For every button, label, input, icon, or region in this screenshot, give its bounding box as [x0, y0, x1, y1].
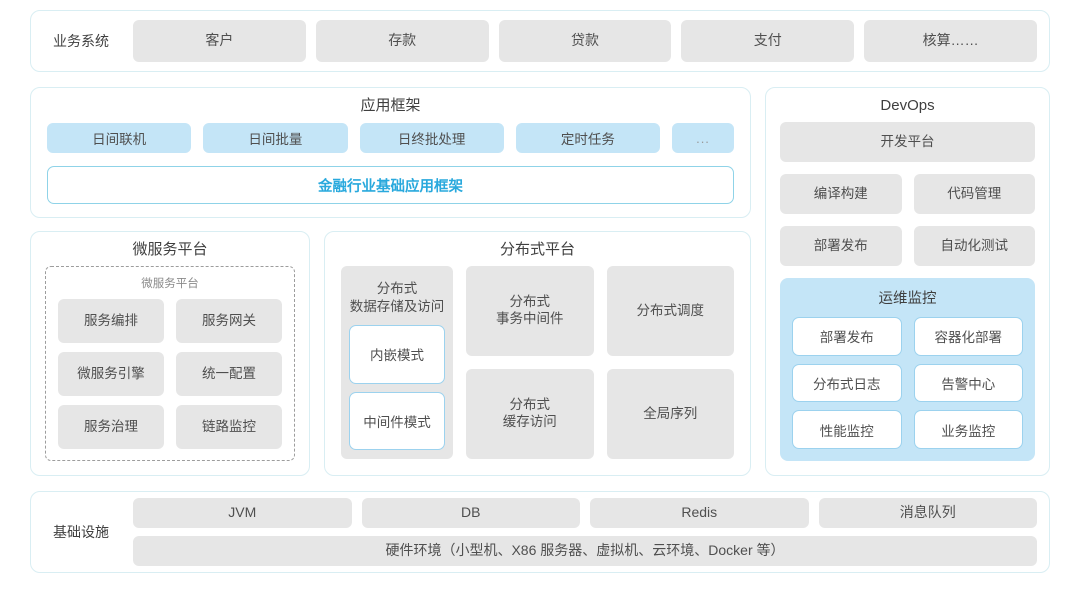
- devops-item-compile-build[interactable]: 编译构建: [780, 174, 902, 214]
- distributed-storage-group: 分布式 数据存储及访问 内嵌模式 中间件模式: [341, 266, 453, 459]
- application-framework-items: 日间联机 日间批量 日终批处理 定时任务 ...: [47, 123, 734, 153]
- business-system-item-accounting[interactable]: 核算……: [864, 20, 1037, 62]
- ops-item-performance-monitoring[interactable]: 性能监控: [792, 410, 902, 449]
- distributed-item-transaction-middleware[interactable]: 分布式 事务中间件: [466, 266, 594, 356]
- ops-item-deploy-release[interactable]: 部署发布: [792, 317, 902, 356]
- distributed-storage-mode-embedded[interactable]: 内嵌模式: [349, 325, 445, 384]
- ops-monitoring-title: 运维监控: [878, 291, 937, 307]
- business-system-item-customer[interactable]: 客户: [133, 20, 306, 62]
- devops-item-automated-testing[interactable]: 自动化测试: [913, 226, 1035, 266]
- application-framework-title: 应用框架: [360, 97, 421, 114]
- business-systems-label: 业务系统: [53, 33, 109, 49]
- microservice-item-unified-config[interactable]: 统一配置: [176, 352, 282, 396]
- microservice-platform-inner-title: 微服务平台: [141, 278, 199, 290]
- microservice-item-service-governance[interactable]: 服务治理: [58, 405, 164, 449]
- ops-item-distributed-log[interactable]: 分布式日志: [792, 363, 902, 403]
- devops-title: DevOps: [880, 97, 935, 114]
- ops-monitoring-group: 运维监控 部署发布 容器化部署 分布式日志 告警中心 性能监控 业务监控: [780, 278, 1035, 461]
- infrastructure-hardware-environment[interactable]: 硬件环境（小型机、X86 服务器、虚拟机、云环境、Docker 等）: [133, 536, 1037, 566]
- devops-items: 编译构建 代码管理 部署发布 自动化测试: [780, 174, 1035, 266]
- ops-item-alert-center[interactable]: 告警中心: [913, 363, 1023, 403]
- devops-item-deploy-release[interactable]: 部署发布: [780, 226, 902, 266]
- infrastructure-item-db[interactable]: DB: [361, 498, 580, 528]
- infrastructure-label: 基础设施: [53, 524, 109, 540]
- microservice-platform-panel: 微服务平台 微服务平台 服务编排 服务网关 微服务引擎 统一配置 服务治理 链路…: [30, 231, 310, 476]
- app-framework-item-daytime-batch[interactable]: 日间批量: [203, 123, 348, 153]
- microservice-item-microservice-engine[interactable]: 微服务引擎: [58, 352, 164, 396]
- infrastructure-panel: 基础设施 JVM DB Redis 消息队列 硬件环境（小型机、X86 服务器、…: [30, 491, 1050, 573]
- microservice-item-service-orchestration[interactable]: 服务编排: [58, 299, 164, 343]
- business-system-item-loan[interactable]: 贷款: [498, 20, 672, 62]
- ops-monitoring-items: 部署发布 容器化部署 分布式日志 告警中心 性能监控 业务监控: [792, 317, 1023, 449]
- devops-item-dev-platform[interactable]: 开发平台: [780, 122, 1035, 162]
- business-system-item-deposit[interactable]: 存款: [315, 20, 489, 62]
- infrastructure-item-jvm[interactable]: JVM: [133, 498, 352, 528]
- devops-item-code-management[interactable]: 代码管理: [913, 174, 1035, 214]
- ops-item-containerized-deploy[interactable]: 容器化部署: [913, 317, 1023, 356]
- distributed-storage-mode-middleware[interactable]: 中间件模式: [349, 391, 445, 450]
- distributed-platform-title: 分布式平台: [499, 241, 575, 258]
- business-systems-tiles: 客户 存款 贷款 支付 核算……: [133, 20, 1037, 62]
- distributed-item-global-sequence[interactable]: 全局序列: [606, 369, 734, 459]
- infrastructure-item-message-queue[interactable]: 消息队列: [818, 498, 1037, 528]
- distributed-item-cache-access[interactable]: 分布式 缓存访问: [466, 369, 594, 459]
- middle-lower-row: 微服务平台 微服务平台 服务编排 服务网关 微服务引擎 统一配置 服务治理 链路…: [30, 231, 751, 476]
- infrastructure-items: JVM DB Redis 消息队列: [133, 498, 1037, 528]
- infrastructure-item-redis[interactable]: Redis: [590, 498, 809, 528]
- financial-base-framework-box[interactable]: 金融行业基础应用框架: [47, 166, 734, 204]
- app-framework-item-scheduled-task[interactable]: 定时任务: [515, 123, 660, 153]
- app-framework-item-daytime-online[interactable]: 日间联机: [47, 123, 192, 153]
- ops-item-business-monitoring[interactable]: 业务监控: [913, 410, 1023, 449]
- app-framework-item-more[interactable]: ...: [672, 123, 734, 153]
- distributed-item-scheduling[interactable]: 分布式调度: [606, 266, 734, 356]
- microservice-item-service-gateway[interactable]: 服务网关: [176, 299, 282, 343]
- distributed-storage-title: 分布式 数据存储及访问: [349, 281, 445, 314]
- distributed-platform-body: 分布式 数据存储及访问 内嵌模式 中间件模式 分布式 事务中间件 分布式调度 分…: [341, 266, 734, 459]
- middle-band: 应用框架 日间联机 日间批量 日终批处理 定时任务 ... 金融行业基础应用框架…: [30, 87, 1050, 476]
- app-framework-item-eod-batch[interactable]: 日终批处理: [359, 123, 504, 153]
- distributed-platform-items: 分布式 事务中间件 分布式调度 分布式 缓存访问 全局序列: [466, 266, 734, 459]
- application-framework-panel: 应用框架 日间联机 日间批量 日终批处理 定时任务 ... 金融行业基础应用框架: [30, 87, 751, 218]
- microservice-item-trace-monitoring[interactable]: 链路监控: [176, 405, 282, 449]
- microservice-platform-title: 微服务平台: [132, 241, 208, 258]
- business-system-item-payment[interactable]: 支付: [681, 20, 855, 62]
- business-systems-panel: 业务系统 客户 存款 贷款 支付 核算……: [30, 10, 1050, 72]
- devops-panel: DevOps 开发平台 编译构建 代码管理 部署发布 自动化测试 运维监控 部署…: [765, 87, 1050, 476]
- devops-column: DevOps 开发平台 编译构建 代码管理 部署发布 自动化测试 运维监控 部署…: [765, 87, 1050, 476]
- middle-left-column: 应用框架 日间联机 日间批量 日终批处理 定时任务 ... 金融行业基础应用框架…: [30, 87, 751, 476]
- infrastructure-stack: JVM DB Redis 消息队列 硬件环境（小型机、X86 服务器、虚拟机、云…: [133, 498, 1037, 566]
- microservice-platform-items: 服务编排 服务网关 微服务引擎 统一配置 服务治理 链路监控: [58, 299, 282, 449]
- distributed-platform-panel: 分布式平台 分布式 数据存储及访问 内嵌模式 中间件模式 分布式 事务中间件 分…: [324, 231, 751, 476]
- microservice-platform-inner-box: 微服务平台 服务编排 服务网关 微服务引擎 统一配置 服务治理 链路监控: [45, 266, 295, 461]
